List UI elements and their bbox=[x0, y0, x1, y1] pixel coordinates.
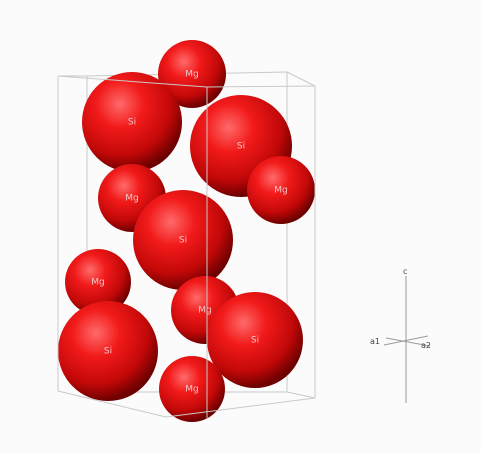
atom-sphere[interactable] bbox=[158, 40, 226, 108]
atom-sphere[interactable] bbox=[58, 301, 158, 401]
atom-si[interactable]: Si bbox=[207, 292, 303, 388]
atom-sphere[interactable] bbox=[247, 156, 315, 224]
c-axis-label: c bbox=[403, 267, 407, 276]
unit-cell-edge bbox=[165, 397, 316, 418]
a1-axis-line bbox=[385, 337, 431, 347]
unit-cell-edge bbox=[286, 71, 316, 87]
atom-label: Mg bbox=[274, 186, 287, 196]
axis-indicator: c a1 a2 bbox=[370, 267, 431, 403]
atom-sphere[interactable] bbox=[82, 72, 182, 172]
unit-cell-front-edges bbox=[57, 75, 316, 418]
atom-label: Si bbox=[251, 336, 259, 346]
a2-axis-line bbox=[383, 335, 429, 346]
atom-sphere[interactable] bbox=[159, 356, 225, 422]
atom-label: Si bbox=[179, 236, 187, 246]
atom-sphere[interactable] bbox=[65, 249, 131, 315]
a1-axis-label: a1 bbox=[370, 337, 380, 346]
atom-label: Si bbox=[237, 142, 245, 152]
atom-mg[interactable]: Mg bbox=[158, 40, 226, 108]
atom-label: Mg bbox=[198, 306, 211, 316]
atom-sphere[interactable] bbox=[207, 292, 303, 388]
atom-mg[interactable]: Mg bbox=[159, 356, 225, 422]
atom-label: Si bbox=[104, 347, 112, 357]
atom-label: Mg bbox=[91, 278, 104, 288]
atom-label: Si bbox=[128, 118, 136, 128]
a2-axis-label: a2 bbox=[421, 341, 431, 350]
atom-si[interactable]: Si bbox=[82, 72, 182, 172]
atom-label: Mg bbox=[185, 385, 198, 395]
unit-cell-edge bbox=[57, 75, 208, 88]
unit-cell-edge bbox=[57, 390, 167, 418]
atom-label: Mg bbox=[185, 70, 198, 80]
unit-cell-edge bbox=[206, 85, 316, 88]
unit-cell-edge bbox=[286, 391, 316, 399]
atom-label: Mg bbox=[125, 194, 138, 204]
atom-mg[interactable]: Mg bbox=[65, 249, 131, 315]
atom-si[interactable]: Si bbox=[58, 301, 158, 401]
atom-sphere[interactable] bbox=[133, 190, 233, 290]
atom-si[interactable]: Si bbox=[133, 190, 233, 290]
atom-mg[interactable]: Mg bbox=[247, 156, 315, 224]
